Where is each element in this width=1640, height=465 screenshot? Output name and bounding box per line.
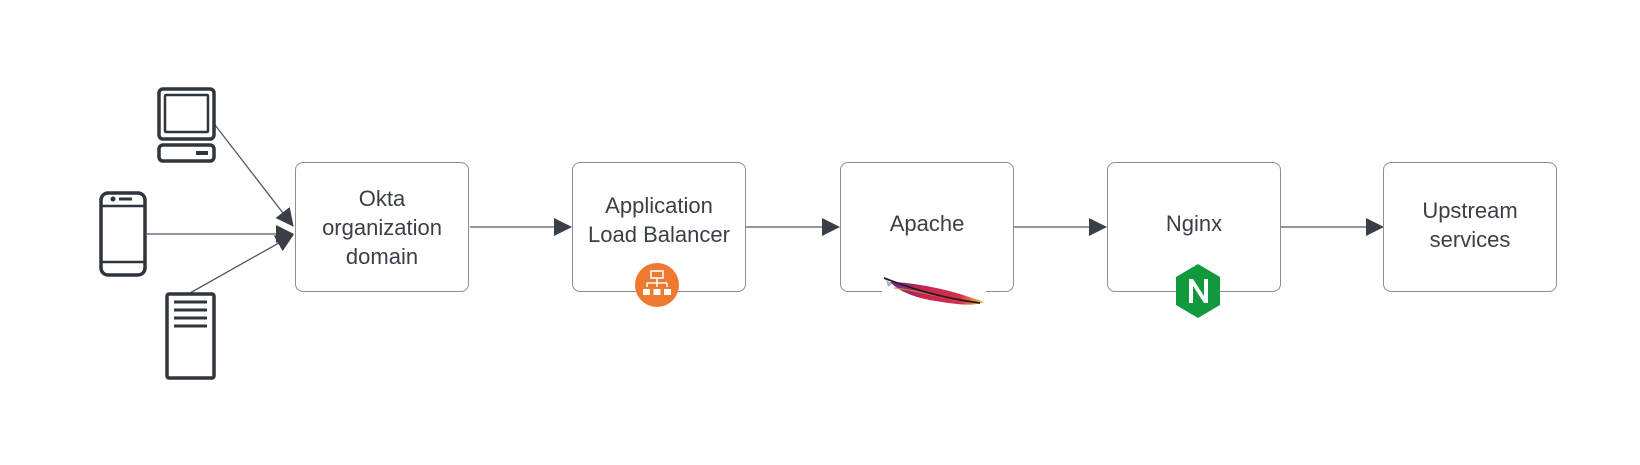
server-icon <box>165 292 216 380</box>
node-label: Okta organization domain <box>322 185 442 269</box>
mobile-phone-icon <box>99 191 147 277</box>
node-upstream-services[interactable]: Upstream services <box>1383 162 1557 292</box>
node-label: Apache <box>889 210 965 236</box>
node-apache[interactable]: Apache <box>840 162 1014 292</box>
node-label: Upstream services <box>1422 198 1518 252</box>
load-balancer-icon <box>635 263 679 307</box>
edge-server-to-okta <box>189 234 294 294</box>
node-label: Nginx <box>1165 210 1223 236</box>
desktop-computer-icon <box>157 87 216 163</box>
node-okta-organization-domain[interactable]: Okta organization domain <box>295 162 469 292</box>
edge-desktop-to-okta <box>214 124 294 227</box>
nginx-logo-icon <box>1176 264 1220 318</box>
node-label: Application Load Balancer <box>588 193 730 247</box>
apache-feather-icon <box>882 277 986 306</box>
